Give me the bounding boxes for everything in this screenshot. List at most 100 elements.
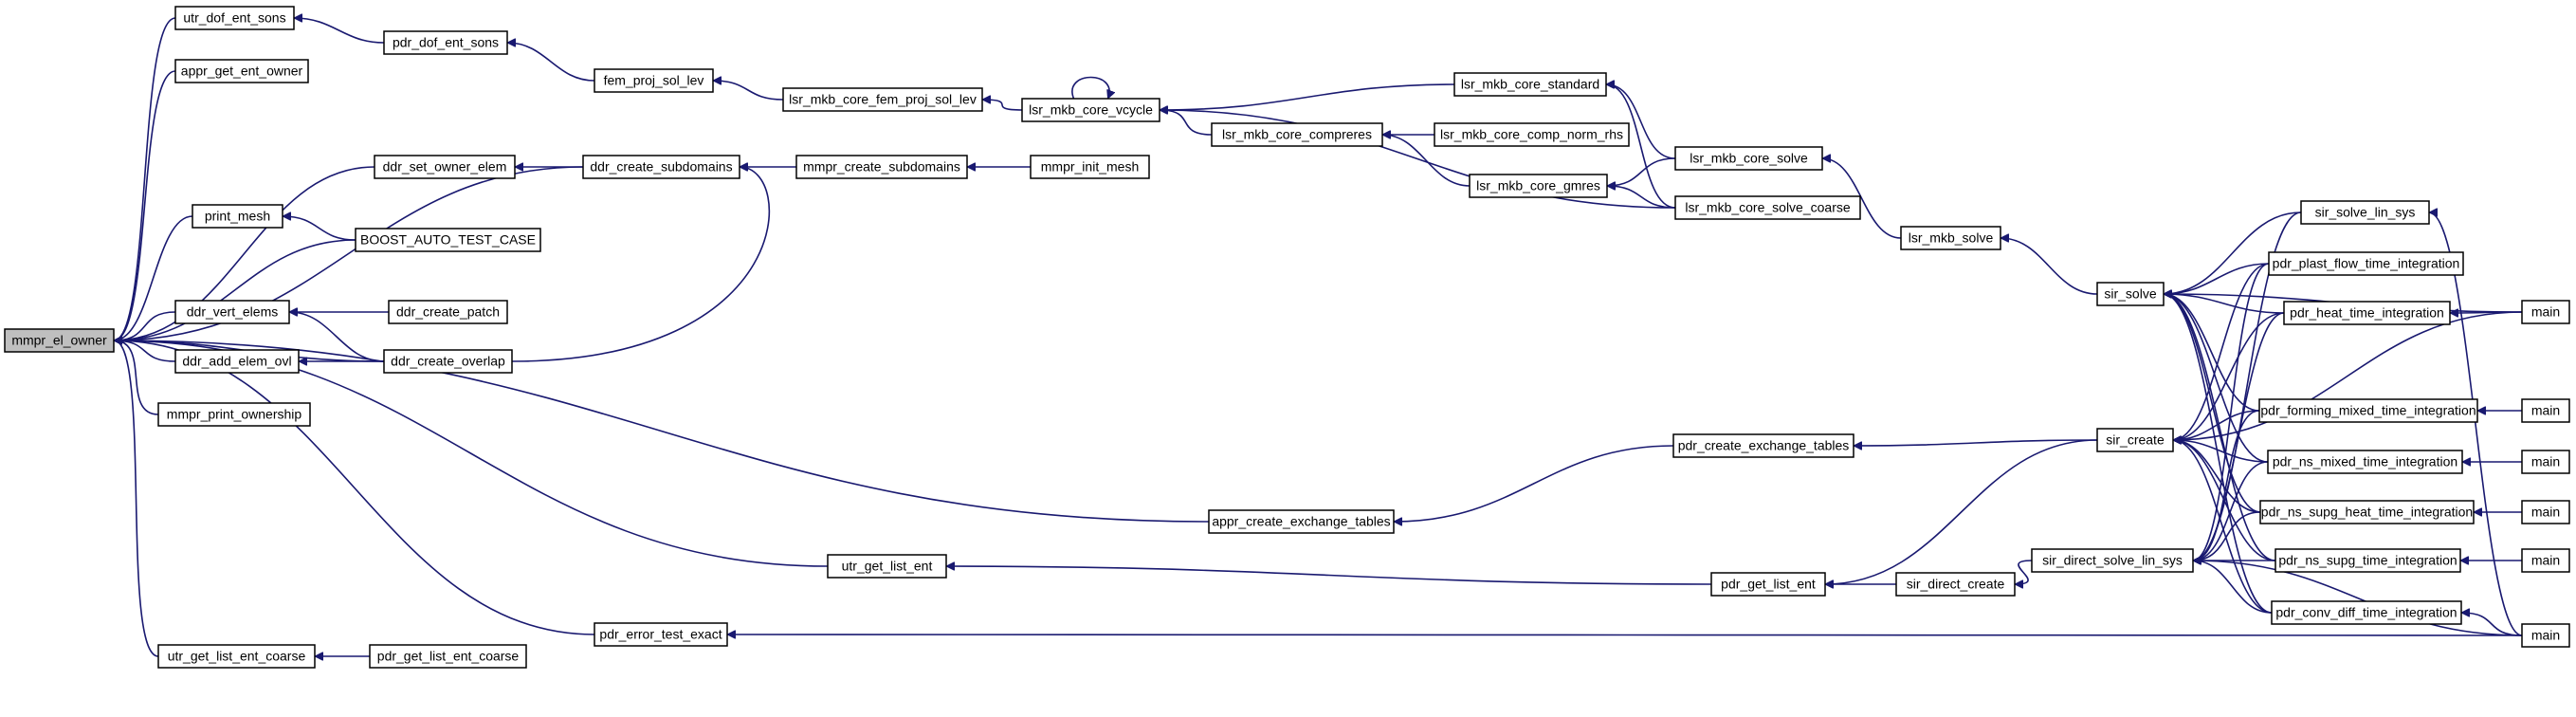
edge-pdr-create-exchange-tables-to-appr-create-exchange-tables — [1394, 445, 1674, 522]
node-lsr-mkb-core-standard[interactable]: lsr_mkb_core_standard — [1453, 72, 1607, 97]
edge-main7-to-pdr-conv-diff-time-integration — [2461, 613, 2523, 636]
node-box — [2521, 300, 2570, 324]
edge-lsr-mkb-core-gmres-to-lsr-mkb-core-compreres — [1382, 135, 1471, 187]
node-pdr-plast-flow-time-integration[interactable]: pdr_plast_flow_time_integration — [2268, 251, 2464, 276]
node-pdr-heat-time-integration[interactable]: pdr_heat_time_integration — [2283, 301, 2451, 325]
edge-pdr-plast-flow-time-integration-to-sir-solve — [2164, 263, 2270, 294]
node-box — [2275, 548, 2461, 573]
node-sir-solve-lin-sys[interactable]: sir_solve_lin_sys — [2300, 200, 2430, 225]
node-box — [795, 155, 968, 179]
node-lsr-mkb-solve[interactable]: lsr_mkb_solve — [1900, 226, 2001, 250]
node-sir-direct-solve-lin-sys[interactable]: sir_direct_solve_lin_sys — [2031, 548, 2194, 573]
edge-pdr-conv-diff-time-integration-to-sir-direct-solve-lin-sys — [2193, 561, 2273, 614]
node-label: lsr_mkb_core_standard — [1461, 77, 1599, 92]
node-mmpr-create-subdomains[interactable]: mmpr_create_subdomains — [795, 155, 968, 179]
node-pdr-conv-diff-time-integration[interactable]: pdr_conv_diff_time_integration — [2271, 600, 2462, 625]
node-sir-solve[interactable]: sir_solve — [2096, 282, 2165, 306]
node-label: sir_create — [2106, 432, 2165, 448]
node-box — [2521, 450, 2570, 474]
node-appr-get-ent-owner[interactable]: appr_get_ent_owner — [174, 59, 309, 83]
node-utr-get-list-ent[interactable]: utr_get_list_ent — [827, 554, 947, 579]
node-box — [1434, 122, 1630, 147]
edge-lsr-mkb-core-standard-to-lsr-mkb-core-vcycle — [1160, 83, 1455, 110]
node-main5[interactable]: main — [2521, 500, 2570, 524]
node-boost-auto-test-case[interactable]: BOOST_AUTO_TEST_CASE — [355, 228, 541, 252]
node-box — [174, 300, 290, 324]
node-main7[interactable]: main — [2521, 623, 2570, 648]
node-lsr-mkb-core-gmres[interactable]: lsr_mkb_core_gmres — [1469, 174, 1608, 198]
edge-main2-to-sir-create — [2173, 311, 2523, 440]
node-label: pdr_error_test_exact — [599, 627, 722, 642]
node-box — [2521, 398, 2570, 423]
edge-pdr-ns-mixed-time-integration-to-sir-solve — [2163, 294, 2269, 463]
node-box — [174, 349, 300, 374]
edge-lsr-mkb-core-solve-to-lsr-mkb-core-standard — [1606, 84, 1676, 159]
edge-pdr-forming-mixed-time-integration-to-sir-direct-solve-lin-sys — [2192, 410, 2260, 561]
node-mmpr-el-owner[interactable]: mmpr_el_owner — [4, 328, 115, 353]
node-ddr-create-overlap[interactable]: ddr_create_overlap — [383, 349, 513, 374]
node-box — [174, 59, 309, 83]
node-mmpr-print-ownership[interactable]: mmpr_print_ownership — [157, 402, 311, 427]
node-lsr-mkb-core-vcycle[interactable]: lsr_mkb_core_vcycle — [1021, 98, 1160, 122]
node-pdr-create-exchange-tables[interactable]: pdr_create_exchange_tables — [1672, 433, 1854, 458]
node-main1[interactable]: main — [2521, 300, 2570, 324]
edge-pdr-dof-ent-sons-to-utr-dof-ent-sons — [294, 18, 385, 44]
edge-pdr-conv-diff-time-integration-to-sir-solve — [2163, 294, 2273, 614]
node-box — [383, 30, 508, 55]
node-label: pdr_ns_supg_time_integration — [2278, 553, 2457, 568]
node-sir-direct-create[interactable]: sir_direct_create — [1895, 572, 2016, 597]
edge-lsr-mkb-core-solve-to-lsr-mkb-core-gmres — [1607, 157, 1676, 186]
node-ddr-create-patch[interactable]: ddr_create_patch — [388, 300, 508, 324]
node-ddr-create-subdomains[interactable]: ddr_create_subdomains — [582, 155, 740, 179]
edge-mmpr-print-ownership-to-mmpr-el-owner — [113, 340, 159, 415]
node-box — [782, 87, 983, 112]
node-appr-create-exchange-tables[interactable]: appr_create_exchange_tables — [1208, 509, 1395, 534]
edge-pdr-ns-supg-time-integration-to-sir-solve — [2163, 294, 2276, 561]
node-main3[interactable]: main — [2521, 398, 2570, 423]
node-main4[interactable]: main — [2521, 450, 2570, 474]
node-ddr-vert-elems[interactable]: ddr_vert_elems — [174, 300, 290, 324]
edge-main2-to-pdr-heat-time-integration — [2450, 312, 2523, 313]
node-label: sir_direct_solve_lin_sys — [2042, 553, 2183, 568]
node-ddr-set-owner-elem[interactable]: ddr_set_owner_elem — [374, 155, 516, 179]
node-lsr-mkb-core-fem-proj-sol-lev[interactable]: lsr_mkb_core_fem_proj_sol_lev — [782, 87, 983, 112]
node-main6[interactable]: main — [2521, 548, 2570, 573]
edge-sir-create-to-pdr-get-list-ent — [1825, 439, 2098, 584]
node-lsr-mkb-core-solve[interactable]: lsr_mkb_core_solve — [1674, 146, 1823, 171]
node-lsr-mkb-core-comp-norm-rhs[interactable]: lsr_mkb_core_comp_norm_rhs — [1434, 122, 1630, 147]
edge-pdr-plast-flow-time-integration-to-sir-direct-solve-lin-sys — [2192, 263, 2270, 561]
node-box — [1672, 433, 1854, 458]
node-fem-proj-sol-lev[interactable]: fem_proj_sol_lev — [594, 68, 714, 93]
edge-lsr-mkb-core-fem-proj-sol-lev-to-fem-proj-sol-lev — [713, 81, 784, 101]
node-label: appr_create_exchange_tables — [1212, 514, 1390, 529]
node-print-mesh[interactable]: print_mesh — [192, 204, 283, 229]
node-lsr-mkb-core-solve-coarse[interactable]: lsr_mkb_core_solve_coarse — [1674, 195, 1861, 220]
node-label: fem_proj_sol_lev — [604, 73, 704, 88]
node-box — [594, 622, 728, 647]
node-utr-dof-ent-sons[interactable]: utr_dof_ent_sons — [174, 6, 295, 30]
node-label: utr_dof_ent_sons — [183, 10, 285, 26]
node-label: main — [2531, 628, 2560, 643]
edge-pdr-ns-supg-heat-time-integration-to-sir-solve — [2163, 294, 2261, 513]
edge-lsr-mkb-core-compreres-to-lsr-mkb-core-vcycle — [1160, 110, 1213, 136]
node-pdr-get-list-ent-coarse[interactable]: pdr_get_list_ent_coarse — [369, 644, 527, 669]
node-pdr-error-test-exact[interactable]: pdr_error_test_exact — [594, 622, 728, 647]
node-mmpr-init-mesh[interactable]: mmpr_init_mesh — [1030, 155, 1150, 179]
node-pdr-ns-supg-heat-time-integration[interactable]: pdr_ns_supg_heat_time_integration — [2259, 500, 2475, 524]
node-label: main — [2531, 304, 2560, 320]
node-ddr-add-elem-ovl[interactable]: ddr_add_elem_ovl — [174, 349, 300, 374]
node-sir-create[interactable]: sir_create — [2096, 428, 2174, 452]
node-pdr-get-list-ent[interactable]: pdr_get_list_ent — [1710, 572, 1826, 597]
node-pdr-dof-ent-sons[interactable]: pdr_dof_ent_sons — [383, 30, 508, 55]
node-box — [1453, 72, 1607, 97]
node-lsr-mkb-core-compreres[interactable]: lsr_mkb_core_compreres — [1211, 122, 1383, 147]
node-pdr-ns-supg-time-integration[interactable]: pdr_ns_supg_time_integration — [2275, 548, 2461, 573]
node-box — [369, 644, 527, 669]
node-pdr-forming-mixed-time-integration[interactable]: pdr_forming_mixed_time_integration — [2258, 398, 2478, 423]
edge-pdr-plast-flow-time-integration-to-sir-create — [2172, 263, 2270, 440]
node-label: sir_direct_create — [1907, 577, 2005, 592]
node-pdr-ns-mixed-time-integration[interactable]: pdr_ns_mixed_time_integration — [2267, 450, 2463, 474]
edge-boost-auto-test-case-to-print-mesh — [283, 216, 356, 241]
node-utr-get-list-ent-coarse[interactable]: utr_get_list_ent_coarse — [157, 644, 316, 669]
